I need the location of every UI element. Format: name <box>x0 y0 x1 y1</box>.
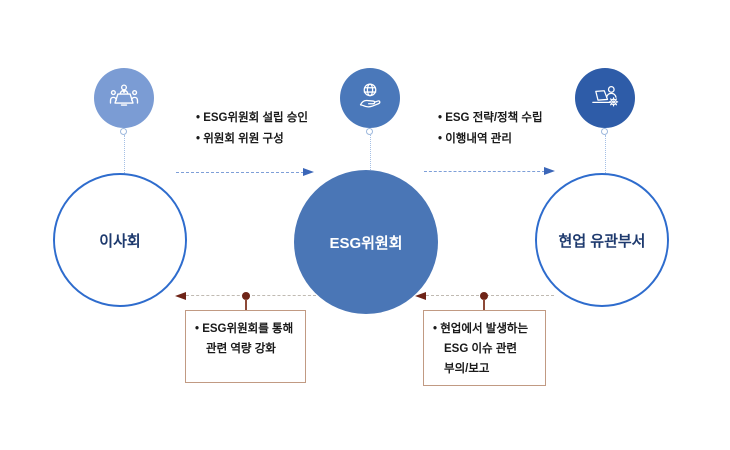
feedback-junction-dot <box>242 292 250 300</box>
feedback-arrow-line <box>186 295 316 296</box>
laptop-gear-icon <box>592 86 619 107</box>
feedback-box-line: ESG 이슈 관련 <box>444 343 517 355</box>
forward-arrow-head <box>544 166 555 175</box>
feedback-box-line: • 현업에서 발생하는 <box>433 323 529 335</box>
feedback-junction-dot <box>480 292 488 300</box>
node-board-label: 이사회 <box>99 232 141 250</box>
feedback-box-stem <box>483 299 485 310</box>
feedback-arrow-head <box>415 291 426 300</box>
feedback-box-line: 부의/보고 <box>444 363 490 375</box>
node-esg-committee-label: ESG위원회 <box>329 234 403 252</box>
feedback-box-left: • ESG위원회를 통해 관련 역량 강화 <box>185 310 306 383</box>
dotted-connector <box>123 135 125 173</box>
feedback-box-right: • 현업에서 발생하는 ESG 이슈 관련 부의/보고 <box>423 310 546 386</box>
annotation-line: • 이행내역 관리 <box>438 133 512 145</box>
connector-dot <box>601 128 608 135</box>
board-icon-circle <box>94 68 154 128</box>
node-board: 이사회 <box>53 173 187 307</box>
meeting-icon <box>109 84 139 106</box>
depts-icon-circle <box>575 68 635 128</box>
node-business-depts: 현업 유관부서 <box>535 173 669 307</box>
connector-dot <box>366 128 373 135</box>
committee-icon-circle <box>340 68 400 128</box>
connector-dot <box>120 128 127 135</box>
annotation-line: • ESG 전략/정책 수립 <box>438 112 543 124</box>
forward-arrow-line <box>176 172 304 173</box>
feedback-arrow-line <box>426 295 554 296</box>
annotation-committee-to-depts: • ESG 전략/정책 수립 • 이행내역 관리 <box>438 108 543 150</box>
globe-hand-icon <box>359 83 381 108</box>
feedback-arrow-head <box>175 291 186 300</box>
annotation-line: • ESG위원회 설립 승인 <box>196 112 308 124</box>
forward-arrow-line <box>424 171 545 172</box>
feedback-box-stem <box>245 299 247 310</box>
dotted-connector <box>604 135 606 173</box>
dotted-connector <box>369 135 371 170</box>
node-business-depts-label: 현업 유관부서 <box>558 232 646 250</box>
feedback-box-line: • ESG위원회를 통해 <box>195 323 294 335</box>
annotation-line: • 위원회 위원 구성 <box>196 133 284 145</box>
node-esg-committee: ESG위원회 <box>294 170 438 314</box>
forward-arrow-head <box>303 167 314 176</box>
annotation-board-to-committee: • ESG위원회 설립 승인 • 위원회 위원 구성 <box>196 108 308 150</box>
feedback-box-line: 관련 역량 강화 <box>206 343 276 355</box>
